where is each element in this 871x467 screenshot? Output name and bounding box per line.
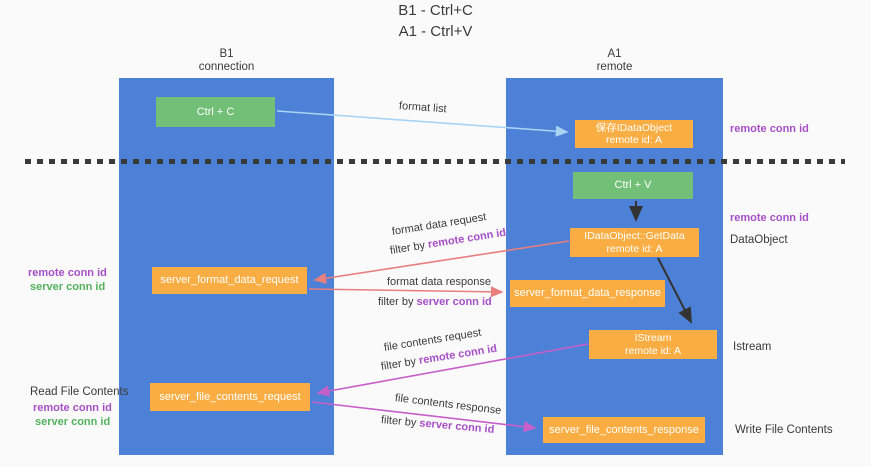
server-file-contents-response-label: server_file_contents_response (549, 423, 699, 436)
arrow-format-data-response (308, 286, 504, 298)
left-file-server-conn-id: server conn id (35, 416, 111, 428)
arrow-file-contents-request (316, 343, 589, 397)
dataobject-label: DataObject (730, 234, 788, 246)
server-format-data-response-node: server_format_data_response (510, 280, 665, 307)
getdata-line2: remote id: A (606, 242, 663, 255)
title-line-2: A1 - Ctrl+V (398, 23, 473, 40)
left-format-remote-conn-id: remote conn id (28, 267, 107, 279)
lifeline-b1-role: connection (198, 61, 255, 73)
remote-conn-id-label-mid: remote conn id (730, 212, 809, 224)
server-file-contents-request-node: server_file_contents_request (150, 383, 310, 411)
lifeline-a1-role: remote (596, 61, 633, 73)
istream-label: Istream (733, 341, 772, 353)
server-format-data-response-label: server_format_data_response (514, 287, 661, 299)
title-line-1: B1 - Ctrl+C (398, 2, 473, 19)
arrow-getdata-to-istream (657, 257, 692, 324)
diagram-title: B1 - Ctrl+C A1 - Ctrl+V (0, 0, 871, 42)
copy-paste-separator-line (25, 159, 845, 164)
left-file-remote-conn-id: remote conn id (33, 402, 112, 414)
filter-server-conn-id: server conn id (416, 296, 492, 308)
server-format-data-request-node: server_format_data_request (152, 267, 307, 294)
lifeline-header-b1: B1 connection (119, 48, 334, 74)
getdata-line1: IDataObject::GetData (584, 230, 685, 242)
ctrl-v-label: Ctrl + V (614, 179, 652, 191)
lifeline-a1-name: A1 (607, 48, 622, 60)
ctrl-v-node: Ctrl + V (573, 172, 693, 199)
server-file-contents-response-node: server_file_contents_response (543, 417, 705, 443)
write-file-contents-label: Write File Contents (735, 424, 833, 436)
ctrl-c-node: Ctrl + C (156, 97, 275, 127)
filter-by-text: filter by (378, 296, 414, 308)
istream-line2: remote id: A (624, 344, 682, 357)
ctrl-c-label: Ctrl + C (196, 105, 235, 118)
read-file-contents-label: Read File Contents (30, 386, 129, 398)
lifeline-header-a1: A1 remote (506, 48, 723, 74)
server-file-contents-request-label: server_file_contents_request (159, 390, 301, 403)
server-format-data-request-label: server_format_data_request (160, 274, 299, 286)
format-data-response-filter-label: filter by server conn id (378, 296, 492, 308)
format-data-response-label: format data response (387, 276, 491, 288)
istream-line1: IStream (634, 332, 672, 344)
arrow-format-list (276, 110, 569, 137)
lifeline-b1-name: B1 (219, 48, 234, 60)
save-idataobject-line1: 保存IDataObject (595, 121, 673, 134)
istream-node: IStream remote id: A (589, 330, 717, 359)
arrow-file-contents-response (311, 401, 537, 433)
arrow-format-data-request (313, 240, 570, 284)
save-idataobject-line2: remote id: A (605, 134, 663, 146)
save-idataobject-node: 保存IDataObject remote id: A (575, 120, 693, 148)
remote-conn-id-label-top: remote conn id (730, 123, 809, 135)
idataobject-getdata-node: IDataObject::GetData remote id: A (570, 228, 699, 257)
left-format-server-conn-id: server conn id (30, 281, 106, 293)
